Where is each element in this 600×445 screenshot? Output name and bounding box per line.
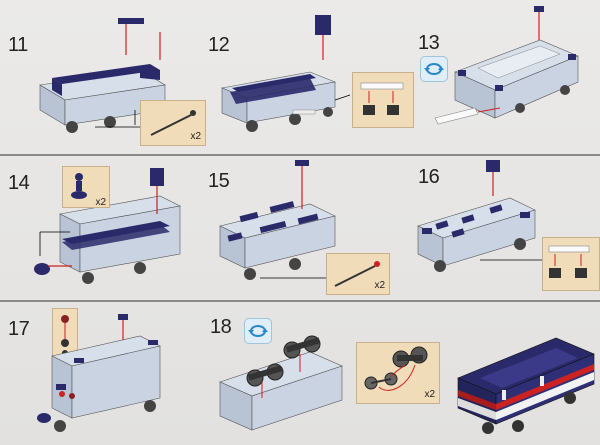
quantity-label: x2 (374, 280, 385, 291)
brick-assembly (219, 160, 336, 280)
axle-part-icon (150, 110, 196, 136)
axle-part-icon (334, 261, 380, 287)
parts-callout: x2 (326, 253, 390, 295)
plate-part-icon (360, 82, 404, 115)
brick-assembly (219, 335, 343, 431)
brick-assembly (37, 314, 161, 432)
step-number: 16 (418, 166, 440, 188)
parts-callout: x2 (140, 100, 206, 146)
quantity-label: x2 (190, 131, 201, 142)
peg-part-icon (71, 173, 87, 199)
parts-callout: x2 (62, 166, 110, 208)
step-number: 18 (210, 316, 232, 338)
brick-assembly (417, 160, 542, 272)
wheel-bogie-part-icon (364, 346, 428, 391)
brick-assembly (39, 18, 166, 133)
step-number: 11 (8, 34, 28, 56)
rotate-model-icon (244, 318, 272, 344)
finished-wagon-image (457, 337, 595, 434)
parts-callout (352, 72, 414, 128)
parts-callout (542, 237, 600, 291)
quantity-label: x2 (95, 197, 106, 208)
parts-callout: x2 (356, 342, 440, 404)
brick-assembly (220, 15, 351, 132)
step-number: 12 (208, 34, 230, 56)
row-divider (0, 154, 600, 156)
brick-assembly (34, 168, 181, 284)
step-number: 15 (208, 170, 230, 192)
rotate-model-icon (420, 56, 448, 82)
row-divider (0, 300, 600, 302)
step-number: 17 (8, 318, 30, 340)
step-number: 13 (418, 32, 440, 54)
plate-part-icon (548, 245, 590, 278)
brick-assembly (434, 6, 579, 125)
quantity-label: x2 (424, 389, 435, 400)
step-number: 14 (8, 172, 30, 194)
